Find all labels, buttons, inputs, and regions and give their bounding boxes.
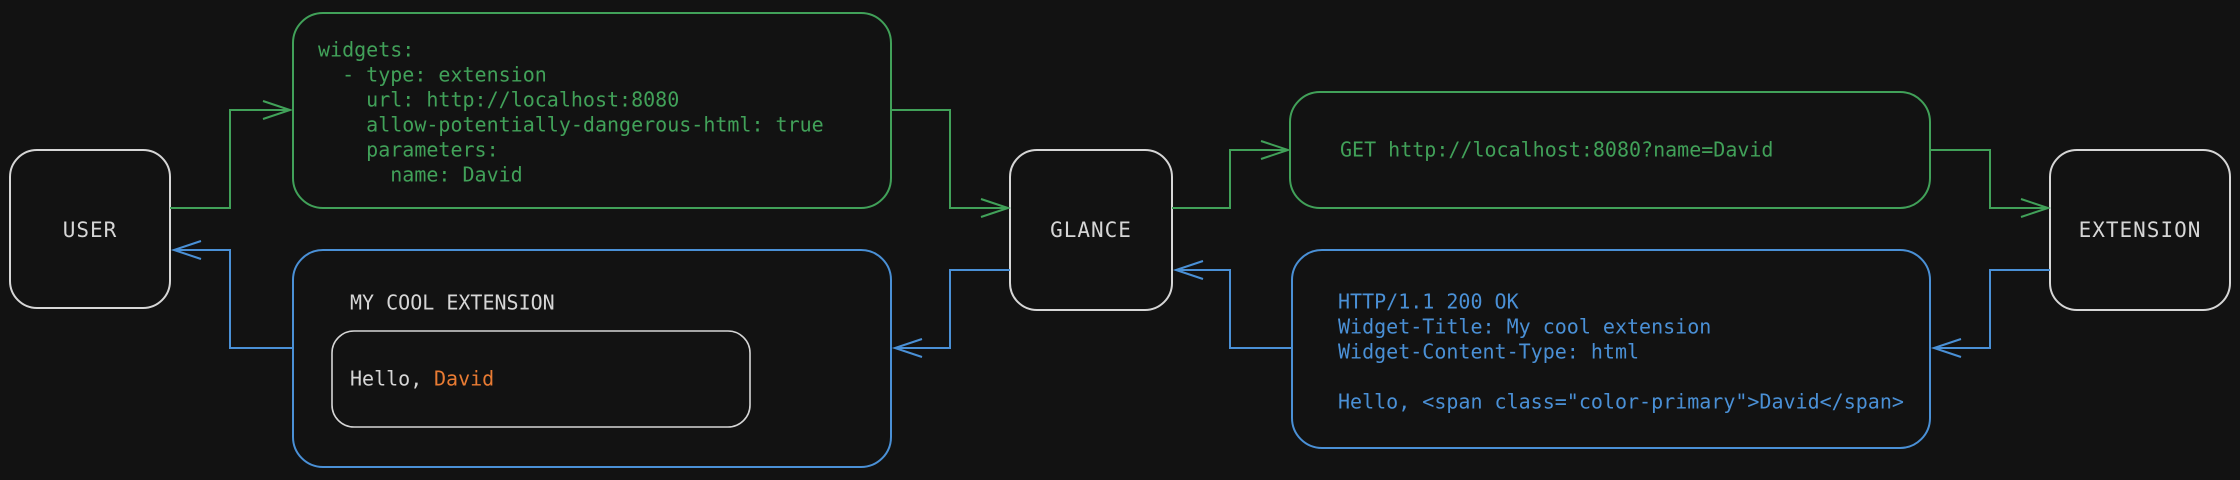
glance-label: GLANCE <box>1050 218 1132 242</box>
response-line: Hello, <span class="color-primary">David… <box>1338 390 1904 414</box>
arrowhead-left-icon <box>170 240 202 260</box>
widget-greeting-name: David <box>434 367 494 391</box>
edge-response-to-glance <box>1172 260 1292 349</box>
response-line: Widget-Title: My cool extension <box>1338 315 1711 339</box>
response-line: Widget-Content-Type: html <box>1338 340 1639 364</box>
widget-greeting-prefix: Hello, <box>350 367 434 391</box>
edge-line <box>1930 149 2045 209</box>
arrowhead-right-icon <box>2020 198 2052 218</box>
extension-box <box>2049 149 2231 311</box>
widget-title: MY COOL EXTENSION <box>350 291 555 315</box>
edge-user-to-config <box>170 100 294 209</box>
node-extension: EXTENSION <box>2049 149 2231 311</box>
edge-line <box>898 269 1010 349</box>
arrowhead-right-icon <box>1260 140 1292 160</box>
arrowhead-right-icon <box>262 100 294 120</box>
edge-extension-to-response <box>1930 269 2050 358</box>
edge-glance-to-widget <box>891 269 1010 358</box>
user-label: USER <box>63 218 118 242</box>
config-line: - type: extension <box>318 63 547 87</box>
config-line: widgets: <box>318 38 414 62</box>
config-line: parameters: <box>318 138 499 162</box>
http-request-box: GET http://localhost:8080?name=David <box>1289 91 1931 209</box>
arrowhead-left-icon <box>1172 260 1204 280</box>
edge-line <box>891 109 1005 209</box>
rendered-widget-border <box>292 249 892 468</box>
edge-config-to-glance <box>891 109 1012 218</box>
user-box <box>9 149 171 309</box>
arrowhead-right-icon <box>980 198 1012 218</box>
node-user: USER <box>9 149 171 309</box>
edge-line <box>1172 149 1285 209</box>
edge-widget-to-user <box>170 240 293 349</box>
extension-label: EXTENSION <box>2079 218 2202 242</box>
edge-line <box>1937 269 2050 349</box>
glance-box <box>1009 149 1173 311</box>
http-response-box: HTTP/1.1 200 OK Widget-Title: My cool ex… <box>1291 249 1931 449</box>
rendered-widget-box: MY COOL EXTENSION Hello, David <box>292 249 892 468</box>
edge-line <box>170 109 287 209</box>
arrowhead-left-icon <box>1930 338 1962 358</box>
config-line: name: David <box>318 163 523 187</box>
arrowhead-left-icon <box>891 338 923 358</box>
config-line: allow-potentially-dangerous-html: true <box>318 113 824 137</box>
response-line: HTTP/1.1 200 OK <box>1338 290 1519 314</box>
node-glance: GLANCE <box>1009 149 1173 311</box>
edge-request-to-extension <box>1930 149 2052 218</box>
edge-glance-to-request <box>1172 140 1292 209</box>
edge-line <box>177 249 293 349</box>
widget-content-border <box>331 330 751 428</box>
config-line: url: http://localhost:8080 <box>318 88 679 112</box>
config-yaml-box: widgets: - type: extension url: http://l… <box>292 12 892 209</box>
edge-line <box>1179 269 1292 349</box>
http-request-line: GET http://localhost:8080?name=David <box>1340 138 1773 162</box>
